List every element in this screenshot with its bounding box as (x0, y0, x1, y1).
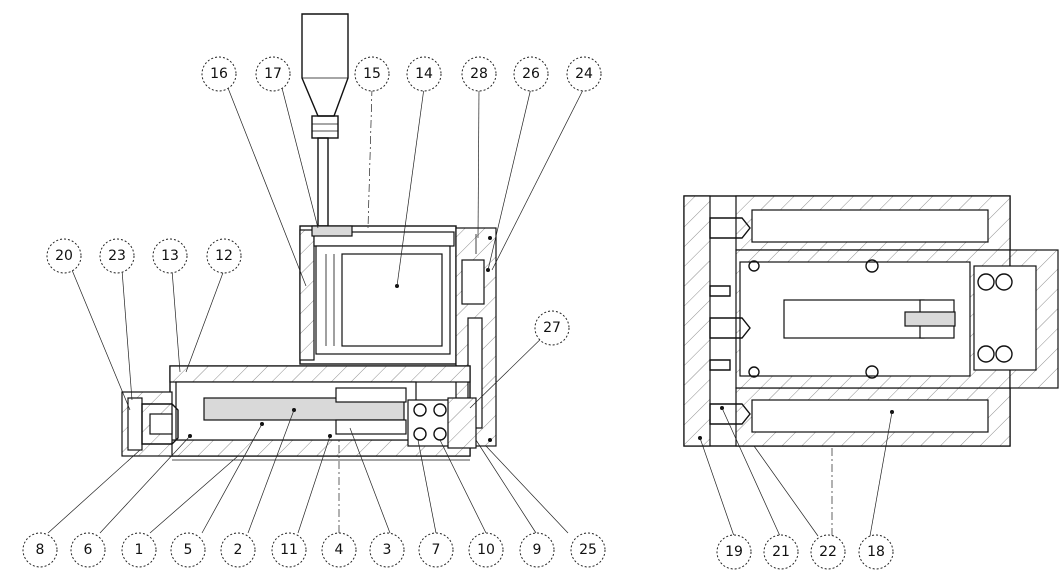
callout-12: 12 (206, 238, 242, 274)
callout-label: 18 (867, 544, 885, 560)
callout-5: 5 (170, 532, 206, 568)
callout-label: 4 (335, 542, 344, 558)
callout-label: 3 (383, 542, 392, 558)
callout-15: 15 (354, 56, 390, 92)
callout-label: 17 (264, 66, 282, 82)
callout-label: 9 (533, 542, 542, 558)
callout-20: 20 (46, 238, 82, 274)
callout-24: 24 (566, 56, 602, 92)
callout-label: 22 (819, 544, 837, 560)
callout-7: 7 (418, 532, 454, 568)
callout-label: 2 (234, 542, 243, 558)
callout-label: 15 (363, 66, 381, 82)
callout-25: 25 (570, 532, 606, 568)
callout-27: 27 (534, 310, 570, 346)
callout-label: 10 (477, 542, 495, 558)
callout-22: 22 (810, 534, 846, 570)
callout-4: 4 (321, 532, 357, 568)
callout-label: 14 (415, 66, 433, 82)
callout-8: 8 (22, 532, 58, 568)
upper-motor-housing (299, 225, 457, 365)
callout-2: 2 (220, 532, 256, 568)
callout-21: 21 (763, 534, 799, 570)
callout-label: 12 (215, 248, 233, 264)
callout-label: 25 (579, 542, 597, 558)
callout-19: 19 (716, 534, 752, 570)
callout-17: 17 (255, 56, 291, 92)
callout-9: 9 (519, 532, 555, 568)
lower-cylinder-body (169, 365, 471, 461)
callout-18: 18 (858, 534, 894, 570)
callout-label: 8 (36, 542, 45, 558)
callout-label: 20 (55, 248, 73, 264)
sensor-cable-assembly (301, 13, 349, 227)
callout-label: 16 (210, 66, 228, 82)
leader-lines (47, 87, 893, 537)
callout-14: 14 (406, 56, 442, 92)
left-end-cap (121, 391, 179, 457)
callout-3: 3 (369, 532, 405, 568)
callout-label: 7 (432, 542, 441, 558)
callout-11: 11 (271, 532, 307, 568)
callout-label: 11 (280, 542, 298, 558)
callout-label: 13 (161, 248, 179, 264)
callout-label: 27 (543, 320, 561, 336)
callout-10: 10 (468, 532, 504, 568)
callout-26: 26 (513, 56, 549, 92)
callout-label: 6 (84, 542, 93, 558)
callout-label: 28 (470, 66, 488, 82)
callout-label: 5 (184, 542, 193, 558)
callout-label: 24 (575, 66, 593, 82)
callout-label: 23 (108, 248, 126, 264)
left-section-view (121, 13, 497, 461)
callout-13: 13 (152, 238, 188, 274)
callout-label: 21 (772, 544, 790, 560)
callout-16: 16 (201, 56, 237, 92)
callout-6: 6 (70, 532, 106, 568)
callout-23: 23 (99, 238, 135, 274)
callout-1: 1 (121, 532, 157, 568)
callout-label: 26 (522, 66, 540, 82)
callout-label: 19 (725, 544, 743, 560)
callout-label: 1 (135, 542, 144, 558)
callout-28: 28 (461, 56, 497, 92)
right-top-view (683, 195, 1059, 447)
